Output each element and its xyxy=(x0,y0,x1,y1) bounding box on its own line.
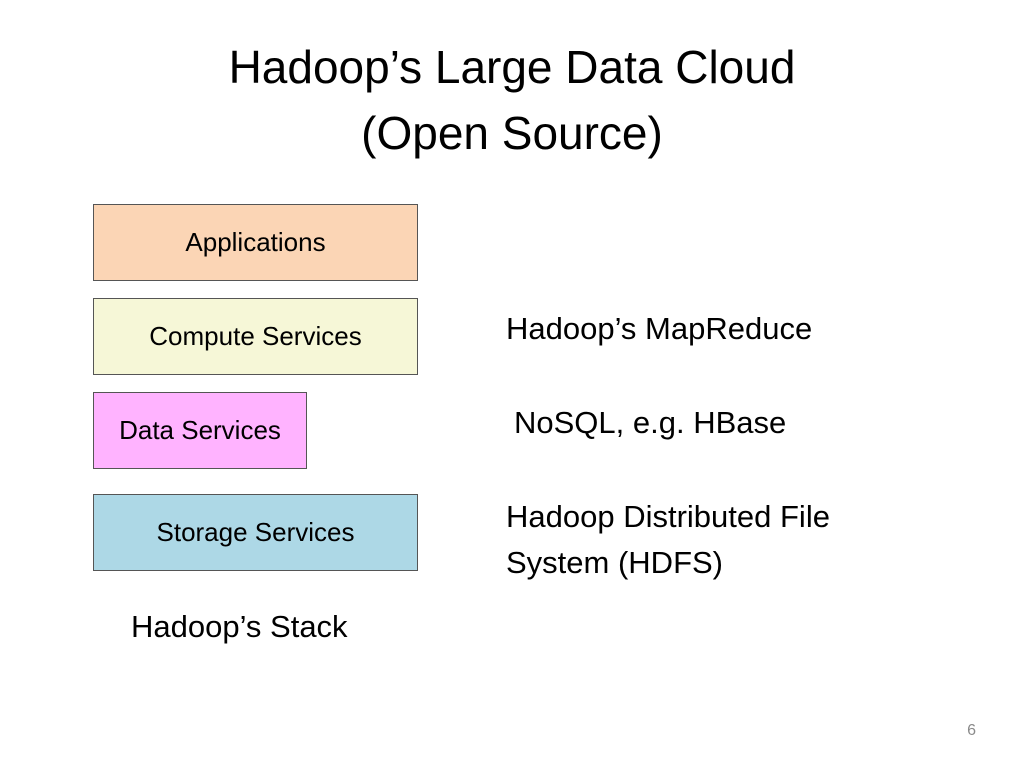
stack-caption: Hadoop’s Stack xyxy=(131,609,348,644)
hdfs-label: Hadoop Distributed File System (HDFS) xyxy=(506,499,830,580)
compute-services-layer-label: Compute Services xyxy=(149,321,362,351)
data-services-layer: Data Services xyxy=(93,392,307,469)
storage-services-layer-label: Storage Services xyxy=(156,517,355,547)
nosql-label: NoSQL, e.g. HBase xyxy=(514,405,787,440)
applications-layer: Applications xyxy=(93,204,418,281)
storage-services-layer: Storage Services xyxy=(93,494,418,571)
title-line-1: Hadoop’s Large Data Cloud xyxy=(228,41,796,93)
slide-title: Hadoop’s Large Data Cloud (Open Source) xyxy=(0,34,1024,166)
title-line-2: (Open Source) xyxy=(361,107,663,159)
applications-layer-label: Applications xyxy=(185,227,326,257)
mapreduce-label: Hadoop’s MapReduce xyxy=(506,311,813,346)
slide-number: 6 xyxy=(967,722,976,739)
compute-services-layer: Compute Services xyxy=(93,298,418,375)
data-services-layer-label: Data Services xyxy=(119,415,281,445)
